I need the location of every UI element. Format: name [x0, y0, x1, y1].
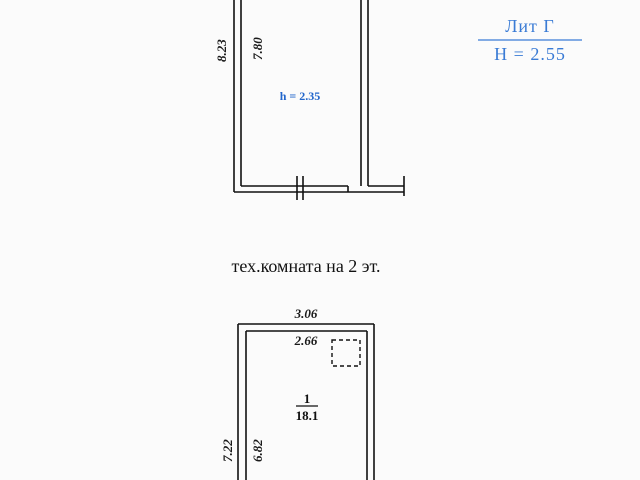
- room-area: 18.1: [296, 408, 319, 423]
- lower-outer-length: 7.22: [220, 439, 235, 462]
- lit-block: Лит Г Н = 2.55: [478, 16, 582, 64]
- lower-inner-length: 6.82: [250, 439, 265, 462]
- upper-inner-dimension: 7.80: [250, 37, 265, 60]
- lower-plan: 3.06 2.66 1 18.1 7.22 6.82: [220, 306, 375, 480]
- upper-outer-dimension: 8.23: [214, 39, 229, 62]
- upper-ceiling-height: h = 2.35: [280, 89, 321, 103]
- height-label: Н = 2.55: [494, 44, 566, 64]
- dashed-square-icon: [331, 339, 361, 367]
- upper-plan: 8.23 7.80 h = 2.35: [214, 0, 405, 200]
- lower-outer-width: 3.06: [294, 306, 318, 321]
- floor-caption: тех.комната на 2 эт.: [231, 256, 380, 276]
- room-number: 1: [304, 391, 311, 406]
- lit-label: Лит Г: [505, 16, 555, 36]
- lower-inner-width: 2.66: [294, 333, 318, 348]
